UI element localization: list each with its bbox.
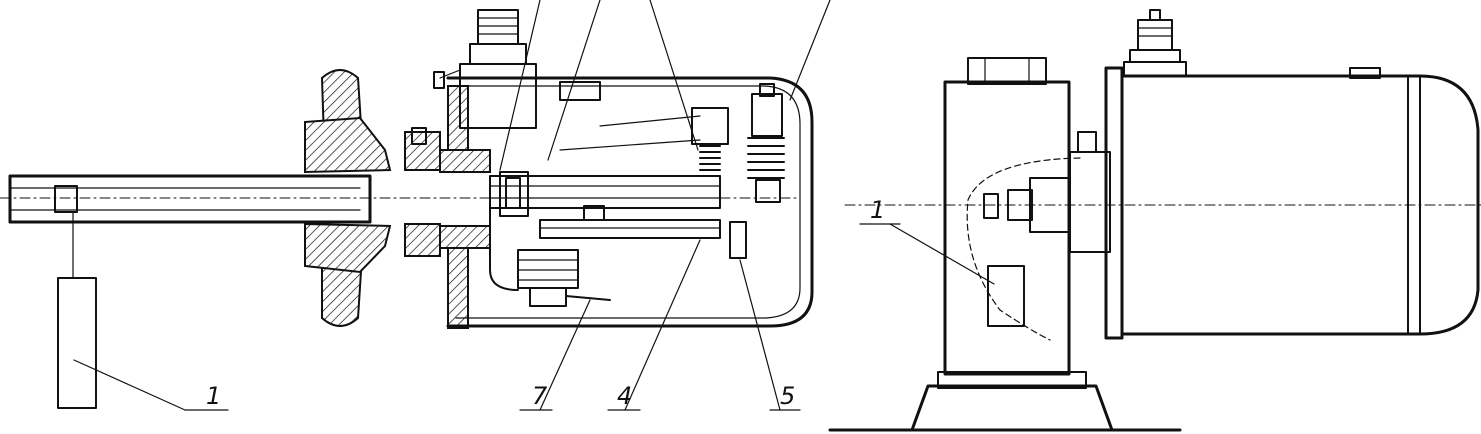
sensor-weight [57,277,97,409]
housing-wall-lower [447,247,469,329]
gland-flange [404,127,491,257]
shaft-tube [8,174,372,224]
motor-housing [1104,66,1480,340]
callout-1-exterior: 1 [870,196,885,224]
callout-1-section: 1 [206,382,221,410]
callout-4: 4 [617,382,632,410]
pedestal [910,57,1114,432]
motor-top-fitting [1123,9,1187,77]
section-view: 1 7 4 5 [0,0,831,411]
spring-pack [559,83,785,203]
callout-7: 7 [532,382,548,410]
leader-1-exterior [889,223,995,285]
callout-5: 5 [780,382,795,410]
top-solenoid [433,9,601,129]
leader-lines-section [73,0,831,411]
exterior-view: 1 [828,9,1481,432]
lower-mechanism [489,199,747,307]
housing-outline [446,76,814,328]
hidden-sensor [966,157,1081,341]
handwheel [304,69,392,327]
coupling [983,131,1111,253]
housing-wall-upper [447,85,469,151]
